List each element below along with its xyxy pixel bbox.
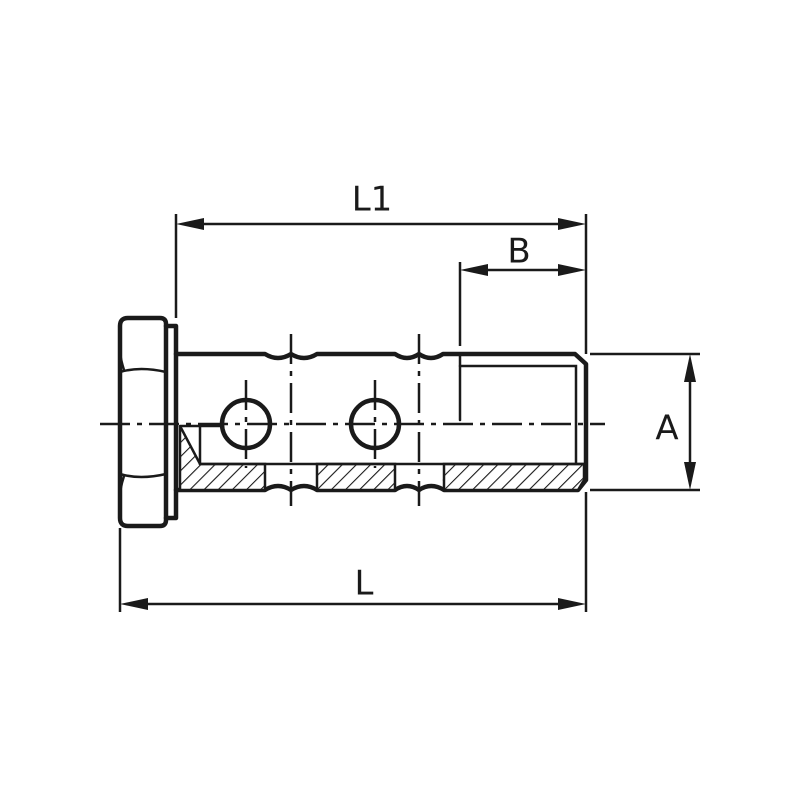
dimension-label-a: A: [655, 409, 678, 449]
section-hatch-1: [178, 425, 267, 492]
dimension-label-l1: L1: [352, 180, 393, 220]
dimension-l1: L1: [174, 180, 588, 354]
dimension-b: B: [458, 232, 586, 346]
center-lines: [100, 334, 605, 506]
dimension-l: L: [118, 492, 588, 612]
hex-head: [117, 315, 179, 529]
dimension-label-l: L: [355, 564, 374, 604]
section-hatch-3: [442, 462, 586, 492]
dimension-a: A: [590, 352, 700, 492]
dimension-label-b: B: [507, 232, 530, 272]
bolt-shank: [173, 351, 589, 493]
section-hatch-2: [315, 462, 397, 492]
